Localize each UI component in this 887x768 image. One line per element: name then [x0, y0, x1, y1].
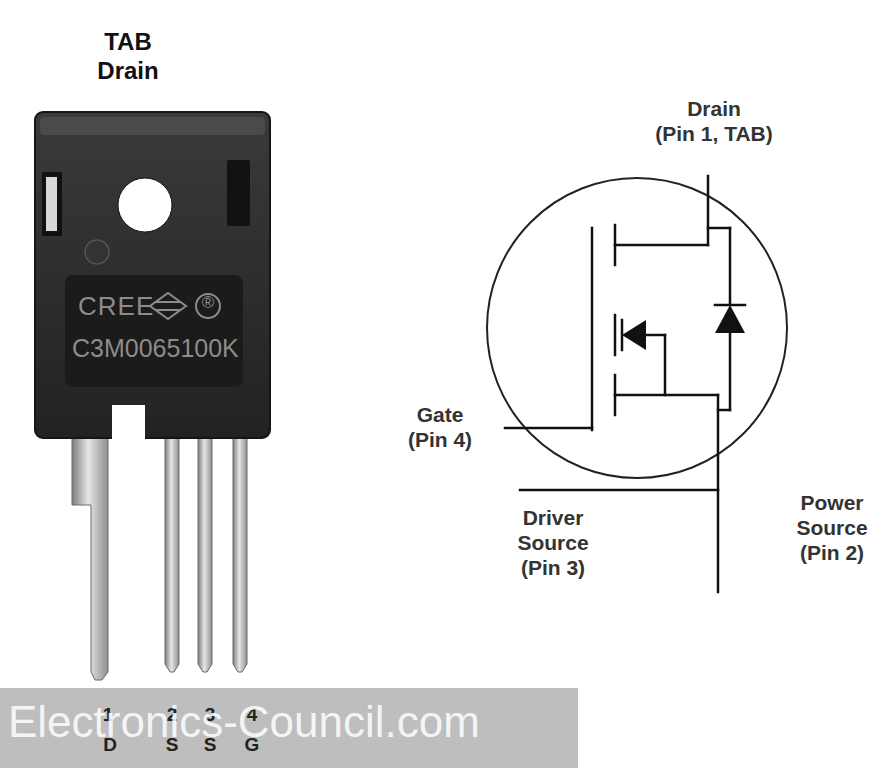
side-slot — [42, 172, 62, 236]
terminal-label: Power Source (Pin 2) — [796, 490, 867, 566]
photo-heading: TAB Drain — [97, 28, 158, 86]
diode-triangle — [715, 305, 745, 333]
power-source-lead — [165, 432, 179, 672]
power-source-wire — [717, 395, 720, 592]
mosfet-symbol — [505, 176, 745, 592]
terminal-label: Drain (Pin 1, TAB) — [655, 96, 772, 146]
tab-ridge — [40, 117, 265, 135]
body-notch — [112, 405, 145, 441]
symbol-circle — [487, 178, 787, 478]
logo-stripe — [156, 301, 180, 303]
source-wire — [615, 394, 718, 397]
gate-wire — [505, 427, 592, 430]
side-slot — [227, 160, 250, 226]
drain-lead — [72, 432, 108, 680]
channel-segment — [614, 225, 617, 265]
watermark-band — [0, 688, 578, 768]
diode-wire — [718, 409, 730, 412]
watermark: Electronics-Council.com — [8, 696, 480, 749]
logo-diamond — [150, 293, 186, 319]
body-wire — [646, 334, 665, 337]
drain-wire — [615, 244, 708, 247]
driver-source-lead — [198, 432, 212, 672]
diode-wire — [729, 333, 732, 410]
logo-stripe — [156, 309, 180, 311]
marking-plate — [65, 275, 243, 387]
diode-wire — [708, 227, 730, 230]
package-body — [35, 112, 270, 438]
driver-source-wire — [520, 489, 718, 492]
registered-mark: ® — [202, 293, 215, 313]
drain-wire — [707, 176, 710, 245]
mounting-hole — [118, 178, 172, 232]
brand-marking: CREE — [78, 291, 154, 322]
mold-mark — [85, 240, 109, 264]
side-slot-highlight — [46, 177, 57, 231]
body-wire — [664, 335, 667, 395]
diode-wire — [729, 228, 732, 305]
gate-plate — [591, 228, 594, 430]
channel-segment — [614, 315, 617, 355]
gate-lead — [233, 432, 247, 672]
registered-ring — [196, 294, 220, 318]
cree-logo — [150, 293, 186, 319]
body-arrow — [622, 320, 646, 350]
terminal-label: Driver Source (Pin 3) — [517, 505, 588, 581]
terminal-label: Gate (Pin 4) — [408, 402, 472, 452]
part-number: C3M0065100K — [72, 333, 239, 363]
